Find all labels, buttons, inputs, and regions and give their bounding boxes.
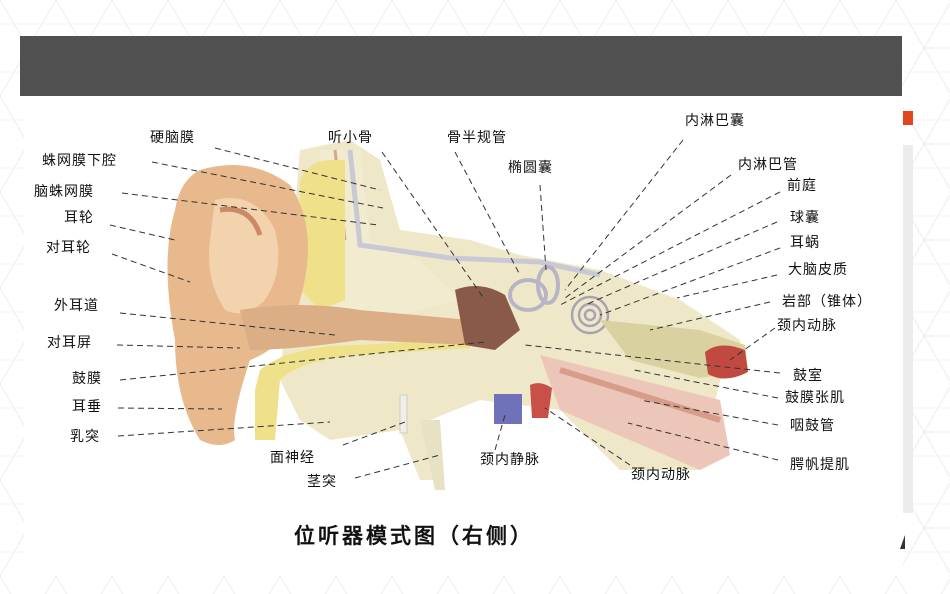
label-tympanic-membrane: 鼓膜 [72, 371, 102, 387]
label-subarachnoid-space: 蛛网膜下腔 [42, 153, 117, 169]
label-mastoid: 乳突 [70, 429, 100, 445]
orange-accent-block [903, 111, 913, 125]
label-internal-carotid-upper: 颈内动脉 [777, 318, 837, 334]
slide-title-bar [20, 36, 902, 96]
label-petrous-part: 岩部（锥体） [782, 294, 872, 310]
label-helix: 耳轮 [64, 210, 94, 226]
corner-triangle-mark [900, 535, 905, 549]
label-facial-nerve: 面神经 [270, 450, 315, 466]
label-vestibule: 前庭 [787, 178, 817, 194]
label-cerebral-cortex: 大脑皮质 [788, 262, 848, 278]
label-arachnoid: 脑蛛网膜 [34, 184, 94, 200]
label-internal-carotid-lower: 颈内动脉 [631, 467, 691, 483]
figure-caption: 位听器模式图（右侧） [294, 524, 534, 548]
label-cochlea: 耳蜗 [790, 235, 820, 251]
label-utricle: 椭圆囊 [508, 160, 553, 176]
label-endolymphatic-sac: 内淋巴囊 [685, 113, 745, 129]
label-external-auditory-canal: 外耳道 [54, 298, 99, 314]
label-internal-jugular-vein: 颈内静脉 [480, 452, 540, 468]
label-tensor-tympani: 鼓膜张肌 [785, 390, 845, 406]
label-styloid-process: 茎突 [307, 474, 337, 490]
side-panel-strip [903, 145, 913, 513]
label-saccule: 球囊 [790, 210, 820, 226]
label-levator-veli-palatini: 腭帆提肌 [790, 457, 850, 473]
label-ossicles: 听小骨 [328, 130, 373, 146]
label-antitragus: 对耳屏 [47, 335, 92, 351]
label-endolymphatic-duct: 内淋巴管 [738, 157, 798, 173]
label-dura-mater: 硬脑膜 [150, 130, 195, 146]
label-tympanic-cavity: 鼓室 [793, 368, 823, 384]
label-semicircular-canals: 骨半规管 [447, 130, 507, 146]
label-eustachian-tube: 咽鼓管 [790, 418, 835, 434]
label-antihelix: 对耳轮 [46, 240, 91, 256]
label-earlobe: 耳垂 [72, 399, 102, 415]
